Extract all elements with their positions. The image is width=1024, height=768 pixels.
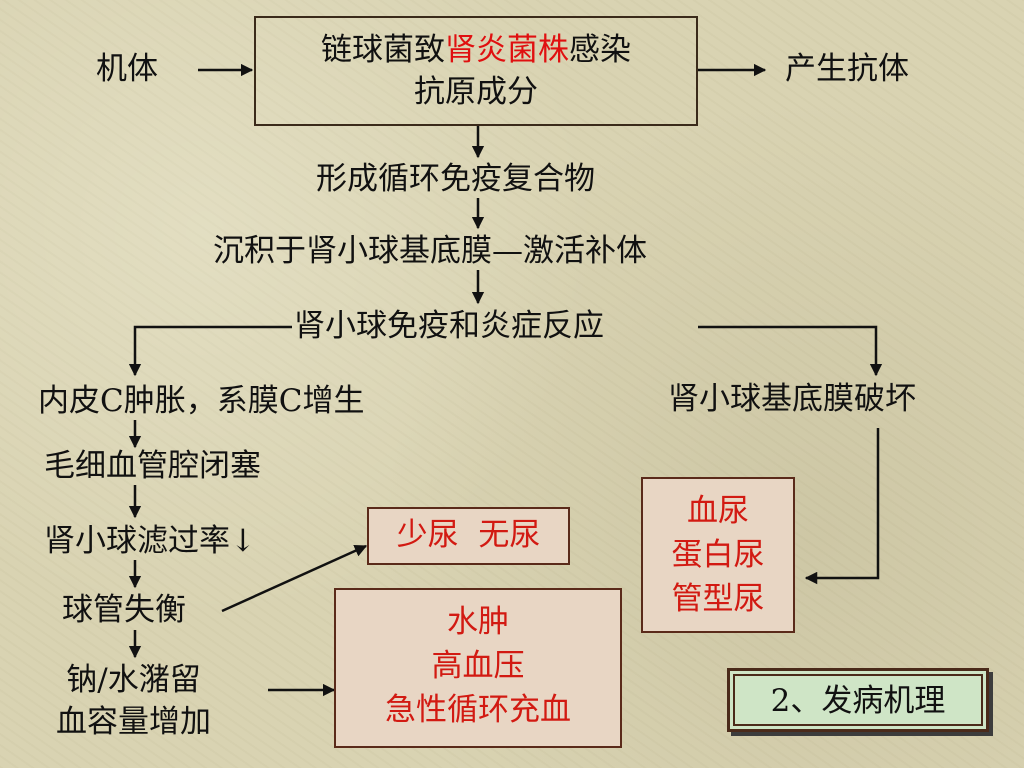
node-retention: 钠/水潴留 血容量增加 bbox=[56, 659, 211, 743]
node-antibody: 产生抗体 bbox=[785, 51, 909, 87]
node-gfr-drop: 肾小球滤过率↓ bbox=[44, 523, 256, 559]
strain-line-1: 链球菌致肾炎菌株感染 bbox=[256, 29, 696, 71]
strain-suffix: 感染 bbox=[569, 32, 631, 68]
node-deposit: 沉积于肾小球基底膜—激活补体 bbox=[213, 233, 647, 269]
arrow-imbalance-to-oliguria bbox=[221, 544, 368, 613]
outcome-oliguria: 少尿 无尿 bbox=[367, 507, 570, 565]
edema-item: 水肿 bbox=[447, 604, 509, 640]
arrow-inflammation-to-swelling bbox=[128, 325, 292, 377]
node-immune-complex: 形成循环免疫复合物 bbox=[316, 161, 595, 197]
outcome-edema: 水肿 高血压 急性循环充血 bbox=[334, 588, 622, 748]
node-imbalance: 球管失衡 bbox=[62, 592, 186, 628]
node-gbm-damage: 肾小球基底膜破坏 bbox=[668, 381, 916, 417]
node-capillary-occlusion: 毛细血管腔闭塞 bbox=[44, 448, 261, 484]
retention-line-2: 血容量增加 bbox=[56, 704, 211, 740]
node-organism: 机体 bbox=[96, 51, 158, 87]
arrow-inflammation-to-gbm bbox=[698, 325, 883, 377]
edema-item: 高血压 bbox=[431, 648, 525, 684]
node-strain-infection: 链球菌致肾炎菌株感染 抗原成分 bbox=[254, 16, 698, 126]
oliguria-label: 少尿 无尿 bbox=[396, 517, 541, 553]
edema-item: 急性循环充血 bbox=[385, 692, 571, 728]
urine-item: 血尿 bbox=[687, 493, 749, 529]
node-swelling: 内皮C肿胀，系膜C增生 bbox=[38, 383, 365, 419]
retention-line-1: 钠/水潴留 bbox=[66, 662, 201, 698]
arrow-gbm-to-urine bbox=[804, 428, 880, 585]
strain-line-2: 抗原成分 bbox=[414, 74, 538, 110]
section-label: 2、发病机理 bbox=[733, 674, 983, 726]
urine-item: 蛋白尿 bbox=[671, 537, 765, 573]
urine-item: 管型尿 bbox=[671, 581, 765, 617]
outcome-urine: 血尿 蛋白尿 管型尿 bbox=[641, 477, 795, 633]
strain-highlight: 肾炎菌株 bbox=[445, 32, 569, 68]
section-label-badge: 2、发病机理 bbox=[727, 668, 989, 732]
node-inflammation: 肾小球免疫和炎症反应 bbox=[294, 308, 604, 344]
strain-prefix: 链球菌致 bbox=[321, 32, 445, 68]
